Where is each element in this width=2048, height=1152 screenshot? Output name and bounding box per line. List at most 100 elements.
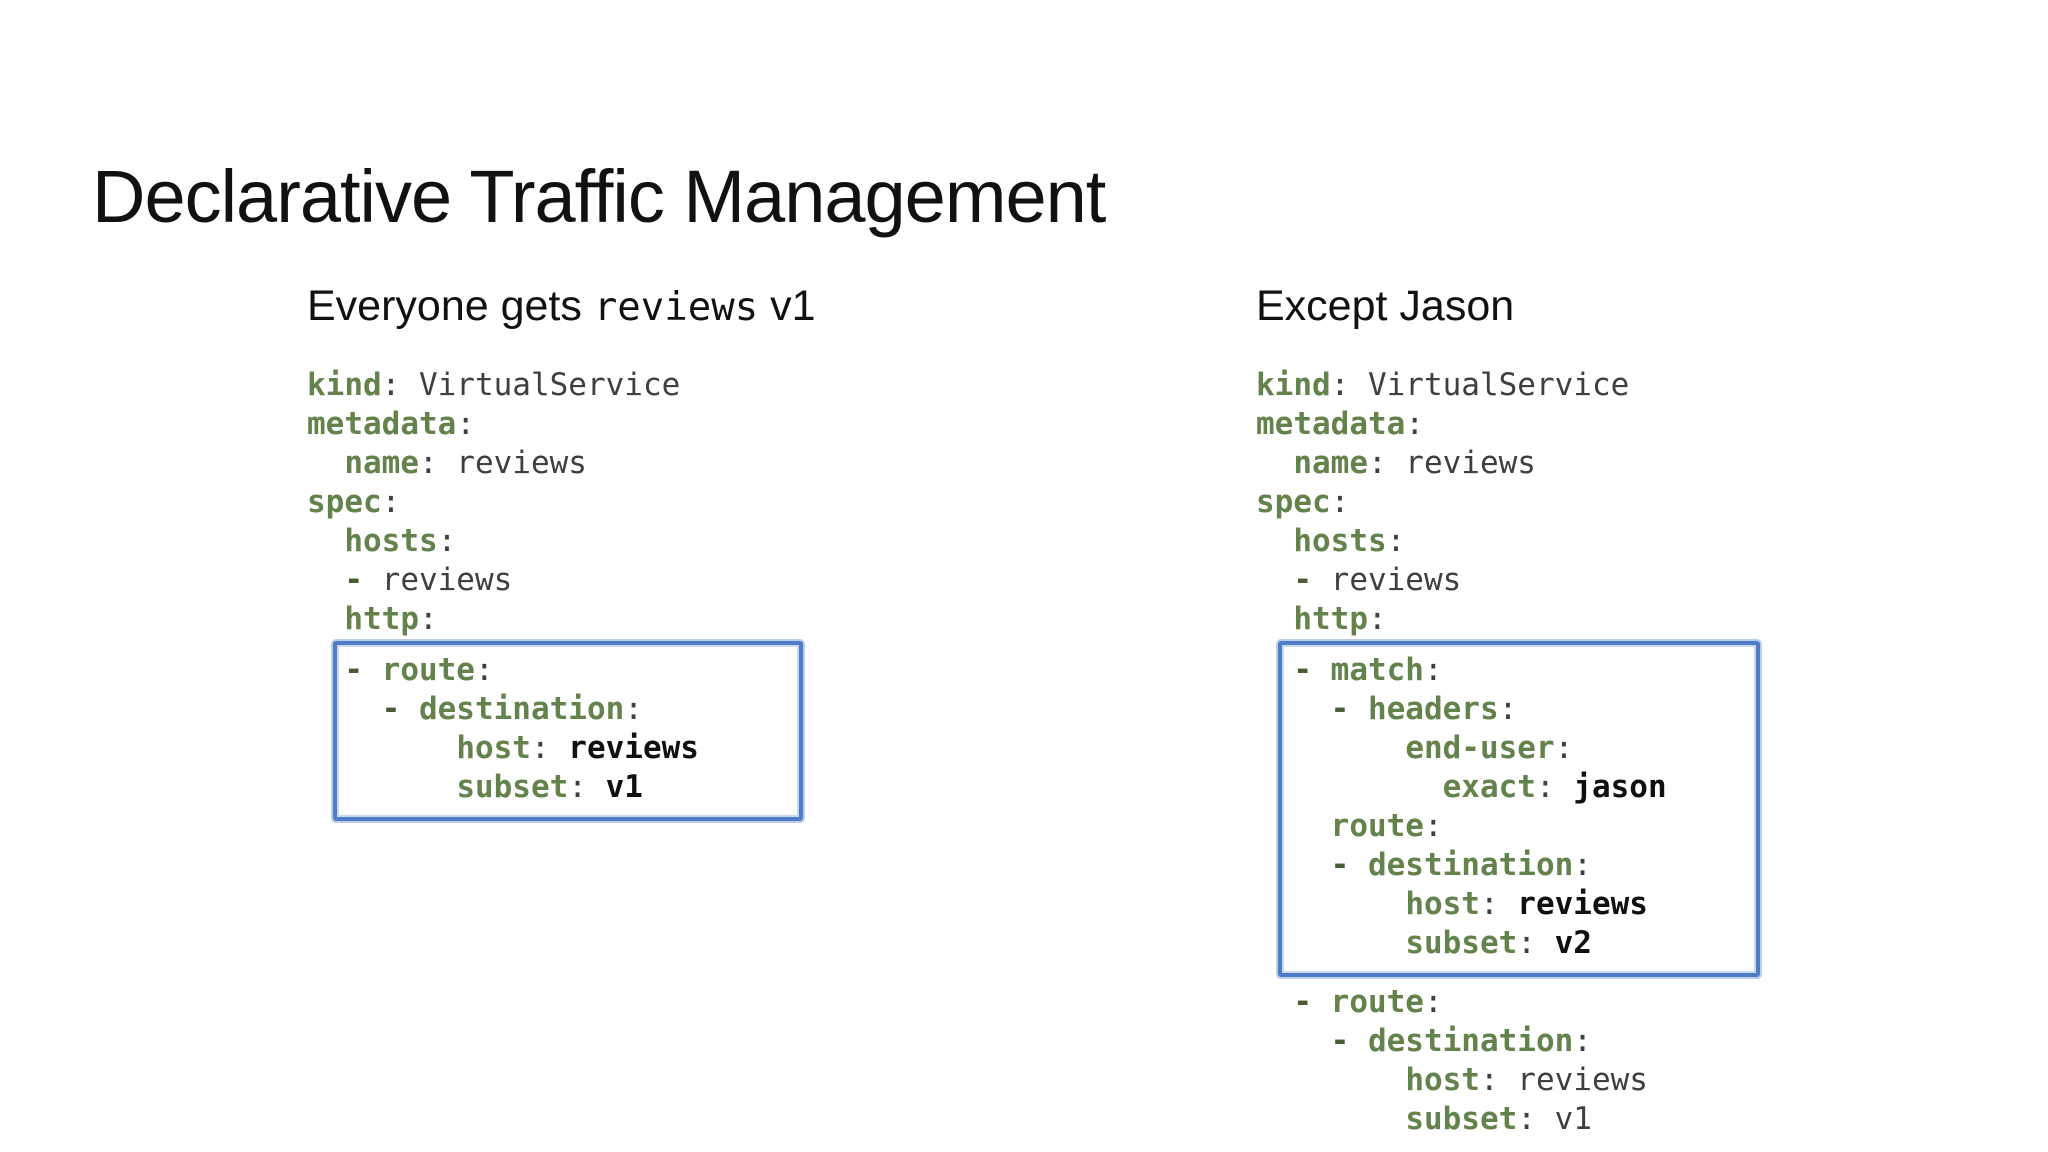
code-line: kind: VirtualService	[1256, 366, 1667, 405]
code-token: :	[530, 730, 569, 766]
code-token: host	[1405, 1062, 1480, 1098]
code-token	[307, 601, 344, 637]
code-line: subset: v2	[1256, 924, 1667, 963]
code-token: -	[1330, 1023, 1368, 1059]
code-token	[307, 730, 456, 766]
code-token	[1256, 562, 1293, 598]
code-token: http	[1293, 601, 1368, 637]
code-line: route:	[1256, 807, 1667, 846]
code-token: destination	[1367, 847, 1574, 883]
code-token	[1256, 1023, 1331, 1059]
code-token: -	[1293, 652, 1331, 688]
code-line: - headers:	[1256, 690, 1667, 729]
code-token: metadata	[307, 406, 457, 442]
code-token: -	[1330, 691, 1368, 727]
code-token	[1256, 886, 1405, 922]
page-title: Declarative Traffic Management	[92, 154, 1106, 238]
highlighted-code-group: - match: - headers: end-user: exact: jas…	[1256, 641, 1760, 977]
code-token: route	[1330, 984, 1424, 1020]
code-token: name	[1293, 445, 1368, 481]
code-token: destination	[418, 691, 625, 727]
code-line: spec:	[307, 483, 816, 522]
code-token: v1	[605, 769, 643, 805]
code-token: : v1	[1517, 1101, 1592, 1137]
code-token	[1256, 730, 1405, 766]
code-token: headers	[1367, 691, 1499, 727]
code-token: reviews	[1330, 562, 1462, 598]
code-token	[307, 445, 344, 481]
code-token: :	[1573, 847, 1592, 883]
code-line: subset: v1	[1256, 1100, 1667, 1139]
code-token: -	[381, 691, 419, 727]
code-token: :	[1367, 601, 1387, 637]
code-line: - destination:	[307, 690, 816, 729]
code-line: - route:	[307, 651, 816, 690]
code-line: spec:	[1256, 483, 1667, 522]
code-token	[1256, 1062, 1405, 1098]
code-token: hosts	[1293, 523, 1387, 559]
code-token	[1256, 523, 1293, 559]
code-line: http:	[1256, 600, 1667, 639]
code-line: exact: jason	[1256, 768, 1667, 807]
code-line: host: reviews	[1256, 1061, 1667, 1100]
code-line: hosts:	[1256, 522, 1667, 561]
code-token: host	[456, 730, 531, 766]
code-token	[1256, 601, 1293, 637]
code-token: -	[1330, 847, 1368, 883]
code-token: :	[1330, 484, 1350, 520]
code-token: : reviews	[1479, 1062, 1648, 1098]
column-heading-text: reviews	[593, 285, 759, 330]
code-token	[1256, 984, 1293, 1020]
code-token: :	[1535, 769, 1574, 805]
code-token: kind	[307, 367, 382, 403]
code-token	[1256, 808, 1331, 844]
code-token: name	[344, 445, 419, 481]
code-token: subset	[1405, 925, 1518, 961]
code-line: host: reviews	[307, 729, 816, 768]
code-token: :	[1517, 925, 1555, 961]
code-token: exact	[1442, 769, 1536, 805]
code-token: v2	[1554, 925, 1592, 961]
code-token	[1256, 445, 1293, 481]
code-token: hosts	[344, 523, 438, 559]
code-token	[1256, 1101, 1405, 1137]
code-token: -	[1293, 984, 1331, 1020]
code-line: - reviews	[307, 561, 816, 600]
column-heading-text: v1	[758, 282, 816, 330]
code-token: :	[456, 406, 475, 442]
code-token: :	[624, 691, 643, 727]
code-token	[307, 769, 456, 805]
code-token: host	[1405, 886, 1480, 922]
code-token: :	[437, 523, 457, 559]
code-token	[1256, 652, 1293, 688]
code-token: match	[1330, 652, 1424, 688]
code-token: end-user	[1405, 730, 1555, 766]
code-token: : reviews	[418, 445, 587, 481]
code-token: subset	[456, 769, 569, 805]
code-token: -	[344, 652, 382, 688]
code-token	[1256, 691, 1331, 727]
code-token: -	[1293, 562, 1331, 598]
code-token: reviews	[568, 730, 699, 766]
code-token: :	[568, 769, 606, 805]
code-token	[1256, 847, 1331, 883]
code-token: :	[1498, 691, 1518, 727]
code-line: name: reviews	[1256, 444, 1667, 483]
code-token	[307, 562, 344, 598]
code-token: reviews	[381, 562, 513, 598]
code-token: :	[1554, 730, 1574, 766]
code-token	[1256, 769, 1443, 805]
code-token	[307, 652, 344, 688]
column-heading-text: Except Jason	[1256, 282, 1515, 330]
code-line: name: reviews	[307, 444, 816, 483]
code-line: - route:	[1256, 983, 1667, 1022]
code-token: destination	[1367, 1023, 1574, 1059]
code-token: http	[344, 601, 419, 637]
code-token	[307, 523, 344, 559]
code-line: hosts:	[307, 522, 816, 561]
code-line: subset: v1	[307, 768, 816, 807]
code-token: kind	[1256, 367, 1331, 403]
column-heading: Except Jason	[1256, 282, 1667, 334]
